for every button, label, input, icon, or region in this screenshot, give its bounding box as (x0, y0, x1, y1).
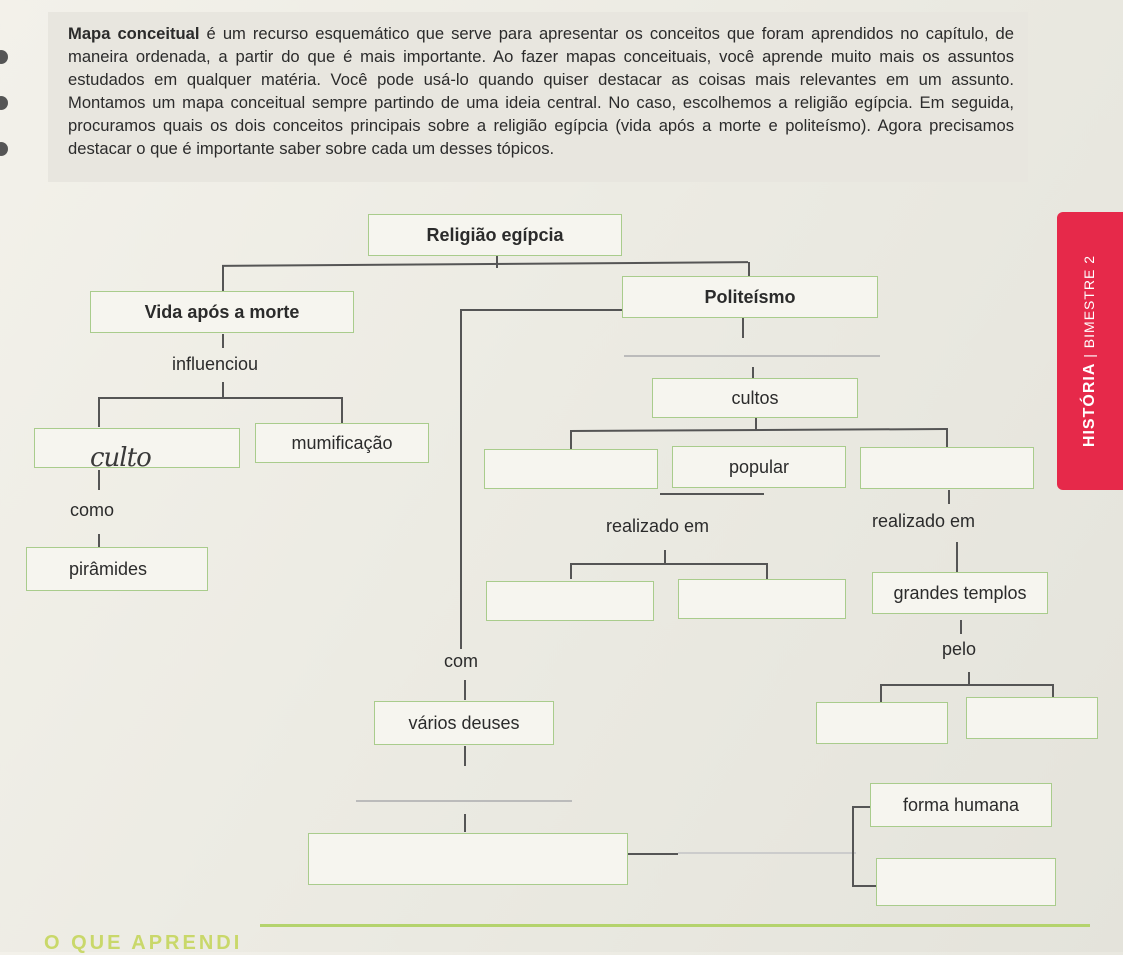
link-como: como (70, 500, 115, 520)
concept-mumificacao-label: mumificação (291, 432, 393, 453)
concept-root: Religião egípcia (368, 214, 622, 256)
connector (98, 397, 342, 399)
concept-root-label: Religião egípcia (426, 224, 564, 245)
connector (852, 806, 854, 886)
connector (222, 334, 224, 348)
blank-box-realizado-1 (486, 581, 654, 621)
handwritten-answer: culto (90, 443, 152, 473)
subject-tab-text: HISTÓRIA | BIMESTRE 2 (1081, 255, 1099, 447)
blank-box-realizado-2 (678, 579, 846, 619)
connector (464, 680, 466, 700)
connector (464, 814, 466, 832)
concept-vida-apos-morte: Vida após a morte (90, 291, 354, 333)
connector (628, 853, 678, 855)
concept-popular-label: popular (728, 456, 790, 477)
connector (464, 746, 466, 766)
footer-divider (260, 924, 1090, 927)
footer-section-title: O QUE APRENDI (44, 932, 243, 954)
connector (98, 470, 100, 490)
connector (356, 800, 572, 802)
subject-tab: HISTÓRIA | BIMESTRE 2 (1057, 212, 1123, 490)
concept-grandes-templos: grandes templos (872, 572, 1048, 614)
connector (569, 428, 947, 432)
intro-text: é um recurso esquemático que serve para … (68, 24, 1015, 158)
link-pelo: pelo (942, 639, 977, 659)
concept-varios-deuses-label: vários deuses (408, 712, 520, 733)
connector (852, 885, 876, 887)
concept-forma-humana: forma humana (870, 783, 1052, 827)
blank-box-deuses (308, 833, 628, 885)
blank-box-forma (876, 858, 1056, 906)
connector (960, 620, 962, 634)
concept-piramides-label: pirâmides (69, 558, 148, 579)
concept-vida-apos-morte-label: Vida após a morte (144, 301, 300, 322)
binder-hole (0, 50, 8, 64)
link-realizado-em-1: realizado em (606, 516, 710, 536)
connector (755, 418, 757, 430)
connector (624, 355, 880, 357)
link-influenciou: influenciou (172, 354, 259, 374)
connector (460, 309, 622, 311)
blank-box-pelo-2 (966, 697, 1098, 739)
connector (948, 490, 950, 504)
connector (222, 261, 748, 267)
concept-grandes-templos-label: grandes templos (893, 582, 1027, 603)
connector (748, 262, 750, 280)
blank-box-pelo-1 (816, 702, 948, 744)
connector (742, 318, 744, 338)
connector (766, 563, 768, 579)
connector (752, 367, 754, 379)
concept-popular: popular (672, 446, 846, 488)
concept-mumificacao: mumificação (255, 423, 429, 463)
blank-box-culto (34, 428, 240, 468)
link-com: com (444, 651, 479, 671)
concept-politeismo-label: Politeísmo (704, 286, 796, 307)
blank-box-cultos-2 (860, 447, 1034, 489)
concept-cultos: cultos (652, 378, 858, 418)
concept-piramides: pirâmides (26, 547, 208, 591)
binder-hole (0, 142, 8, 156)
blank-box-cultos-1 (484, 449, 658, 489)
term-label: BIMESTRE 2 (1081, 254, 1097, 349)
connector (956, 542, 958, 572)
connector (1052, 684, 1054, 702)
concept-varios-deuses: vários deuses (374, 701, 554, 745)
intro-lead: Mapa conceitual (68, 24, 200, 43)
connector (570, 563, 572, 579)
connector (570, 430, 572, 452)
connector (880, 684, 882, 702)
concept-cultos-label: cultos (731, 387, 779, 408)
connector (880, 684, 1052, 686)
connector (852, 806, 870, 808)
binder-hole (0, 96, 8, 110)
connector (968, 672, 970, 686)
connector (946, 428, 948, 448)
connector (222, 382, 224, 398)
connector (98, 397, 100, 427)
connector (660, 493, 764, 495)
connector (222, 266, 224, 292)
connector (678, 852, 856, 854)
subject-label: HISTÓRIA (1081, 362, 1098, 448)
connector (460, 309, 462, 649)
intro-paragraph: Mapa conceitual é um recurso esquemático… (48, 12, 1028, 182)
connector (341, 397, 343, 425)
connector (570, 563, 766, 565)
concept-politeismo: Politeísmo (622, 276, 878, 318)
subject-separator: | (1081, 353, 1097, 358)
connector (664, 550, 666, 564)
connector (98, 534, 100, 548)
link-realizado-em-2: realizado em (872, 511, 976, 531)
concept-forma-humana-label: forma humana (902, 794, 1020, 815)
